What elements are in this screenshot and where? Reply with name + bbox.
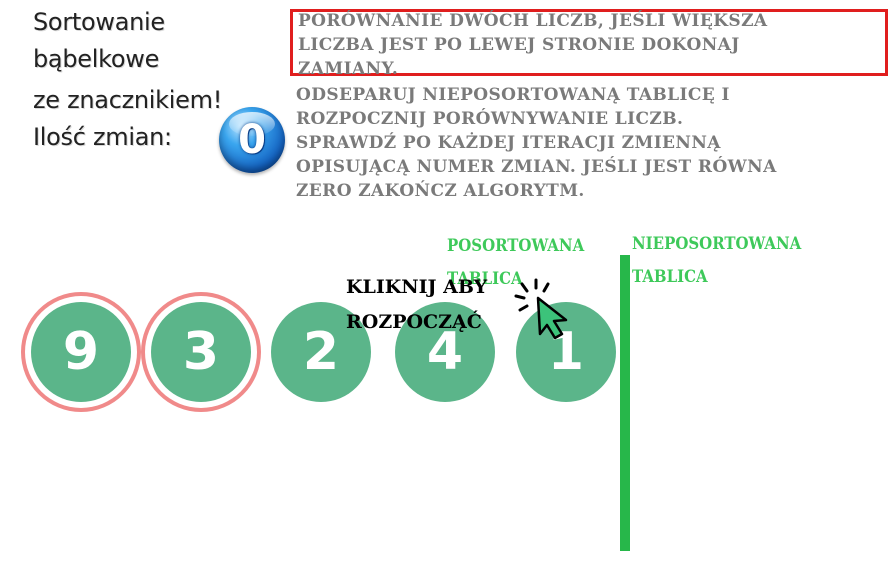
unsorted-label-line-2: TABLICA (632, 267, 708, 287)
instruction-procedure-line-4: OPISUJĄCĄ NUMER ZMIAN. JEŚLI JEST RÓWNA (296, 157, 777, 177)
instruction-compare-line-3: ZAMIANY. (298, 59, 399, 79)
array-element[interactable]: 9 (31, 302, 131, 402)
start-prompt-line-2[interactable]: ROZPOCZĄĆ (346, 311, 482, 333)
swap-counter-value: 0 (238, 117, 266, 163)
sorted-label-line-1: POSORTOWANA (447, 236, 585, 256)
array-element-value: 2 (302, 322, 340, 382)
instruction-procedure-line-1: ODSEPARUJ NIEPOSORTOWANĄ TABLICĘ I (296, 85, 730, 105)
instruction-procedure-line-5: ZERO ZAKOŃCZ ALGORYTM. (296, 181, 585, 201)
array-element[interactable]: 2 (271, 302, 371, 402)
title-line-1: Sortowanie (33, 8, 165, 36)
title-line-2: bąbelkowe (33, 45, 160, 73)
title-line-3: ze znacznikiem! (33, 86, 223, 114)
compare-instruction-box (290, 9, 888, 76)
sorted-label-line-2: TABLICA (447, 269, 523, 289)
array-element-value: 3 (182, 322, 220, 382)
instruction-compare-line-1: PORÓWNANIE DWÓCH LICZB, JEŚLI WIĘKSZA (298, 11, 768, 31)
instruction-procedure-line-2: ROZPOCZNIJ PORÓWNYWANIE LICZB. (296, 109, 684, 129)
instruction-compare-line-2: LICZBA JEST PO LEWEJ STRONIE DOKONAJ (298, 35, 740, 55)
click-cursor-icon[interactable] (510, 278, 576, 340)
array-element-value: 9 (62, 322, 100, 382)
counter-label: Ilość zmian: (33, 123, 172, 151)
swap-counter-badge: 0 (219, 107, 285, 173)
instruction-procedure-line-3: SPRAWDŹ PO KAŻDEJ ITERACJI ZMIENNĄ (296, 133, 721, 153)
sorted-unsorted-divider[interactable] (620, 255, 630, 551)
unsorted-label-line-1: NIEPOSORTOWANA (632, 234, 802, 254)
array-element[interactable]: 4 (395, 302, 495, 402)
array-element-value: 4 (426, 322, 464, 382)
array-element[interactable]: 3 (151, 302, 251, 402)
start-prompt-line-1[interactable]: KLIKNIJ ABY (346, 276, 488, 298)
